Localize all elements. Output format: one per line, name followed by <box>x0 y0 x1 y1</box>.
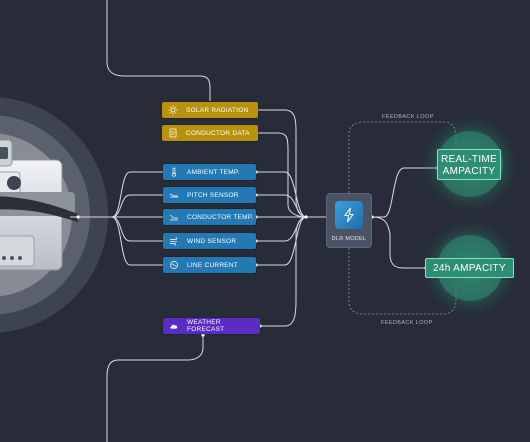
node-conductor-data[interactable]: CONDUCTOR DATA <box>162 125 258 141</box>
wind-icon <box>169 236 179 246</box>
node-pitch-sensor[interactable]: PITCH SENSOR <box>163 187 256 203</box>
node-label: PITCH SENSOR <box>187 191 239 199</box>
node-solar-radiation[interactable]: SOLAR RADIATION <box>162 102 258 118</box>
node-label: AMBIENT TEMP. <box>187 168 240 176</box>
cloud-icon <box>169 321 179 331</box>
output-realtime-ampacity[interactable]: REAL-TIME AMPACITY <box>437 149 501 180</box>
pitch-icon <box>169 190 179 200</box>
node-wind-sensor[interactable]: WIND SENSOR <box>163 233 256 249</box>
node-label: WIND SENSOR <box>187 237 237 245</box>
node-label: SOLAR RADIATION <box>186 106 249 114</box>
output-realtime-line1: REAL-TIME <box>440 154 498 165</box>
dlr-model-label: DLR MODEL <box>331 236 367 242</box>
output-realtime-line2: AMPACITY <box>442 166 496 177</box>
node-label: LINE CURRENT <box>187 261 239 269</box>
current-icon <box>169 260 179 270</box>
dlr-model-node[interactable]: DLR MODEL <box>326 193 372 248</box>
feedback-loop-label-bottom: FEEDBACK LOOP <box>381 320 433 326</box>
document-icon <box>168 128 178 138</box>
connection-dots <box>76 108 440 337</box>
node-label: WEATHER FORECAST <box>187 319 225 333</box>
sun-icon <box>168 105 178 115</box>
node-weather-forecast[interactable]: WEATHER FORECAST <box>163 318 260 334</box>
sensor-device-image <box>0 139 78 271</box>
node-ambient-temp[interactable]: AMBIENT TEMP. <box>163 164 256 180</box>
output-24h-label: 24h AMPACITY <box>433 263 506 274</box>
dlr-logo-icon <box>335 201 363 229</box>
feedback-loop-label-top: FEEDBACK LOOP <box>382 114 434 120</box>
node-label: CONDUCTOR TEMP. <box>187 213 254 221</box>
node-line-current[interactable]: LINE CURRENT <box>163 257 256 273</box>
output-24h-ampacity[interactable]: 24h AMPACITY <box>425 258 514 278</box>
output-glows <box>422 116 518 316</box>
connector-lines <box>70 0 438 442</box>
thermometer-icon <box>169 167 179 177</box>
conductor-temp-icon <box>169 212 179 222</box>
node-conductor-temp[interactable]: CONDUCTOR TEMP. <box>163 209 256 225</box>
node-label: CONDUCTOR DATA <box>186 129 250 137</box>
